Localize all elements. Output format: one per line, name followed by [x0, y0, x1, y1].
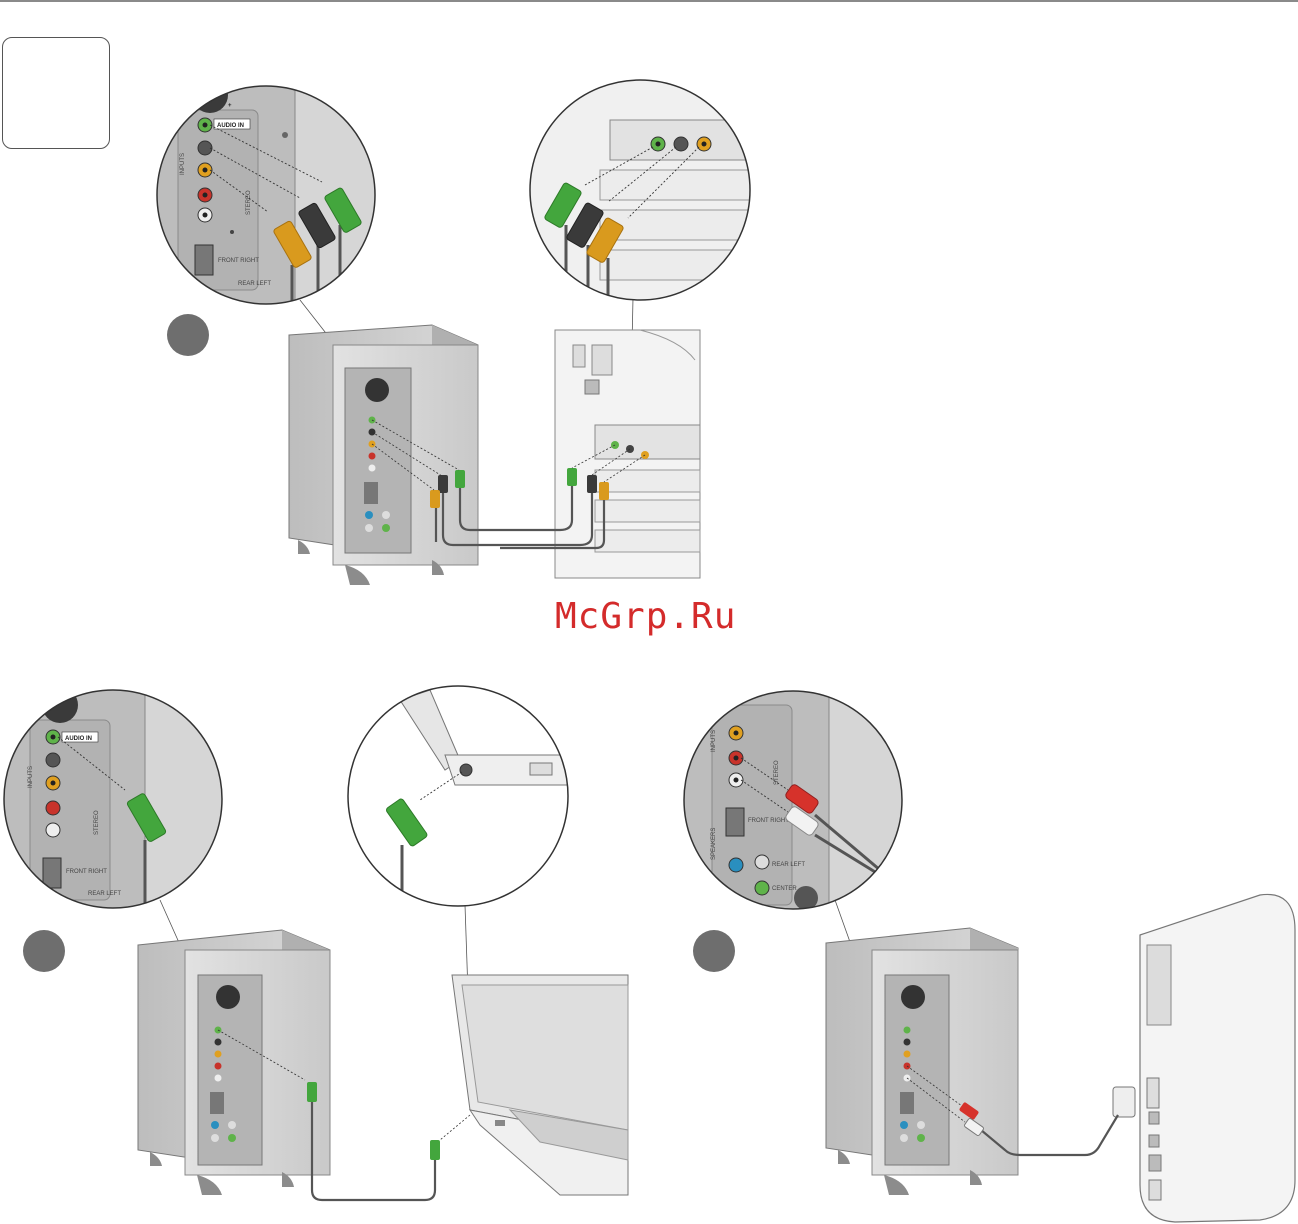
pc-tower — [555, 330, 700, 578]
rear-left-label-2: REAR LEFT — [88, 891, 121, 897]
step-3-circle — [693, 930, 735, 972]
audio-in-label-2: AUDIO IN — [65, 736, 92, 742]
step-2-circle — [23, 930, 65, 972]
audio-in-label: AUDIO IN — [217, 123, 244, 129]
subwoofer-3 — [826, 928, 1018, 1195]
plug-green-speaker — [307, 1082, 317, 1102]
watermark-text: McGrp.Ru — [555, 596, 736, 637]
speakers-label: SPEAKERS — [711, 828, 717, 860]
front-right-label-3: FRONT RIGHT — [748, 818, 789, 824]
front-right-label-2: FRONT RIGHT — [66, 869, 107, 875]
zoom-pc-soundcard — [530, 80, 750, 310]
subwoofer-1 — [289, 325, 478, 585]
inputs-label-3: INPUTS — [711, 730, 717, 752]
plug-green-laptop — [430, 1140, 440, 1160]
rear-left-label-3: REAR LEFT — [772, 862, 805, 868]
zoom-speaker-rca: INPUTS STEREO FRONT RIGHT SPEAKERS REAR … — [684, 690, 919, 910]
zoom-speaker-panel-2: AUDIO IN INPUTS STEREO FRONT RIGHT REAR … — [0, 687, 235, 910]
inputs-label-2: INPUTS — [28, 766, 34, 788]
inputs-label: INPUTS — [180, 153, 186, 175]
center-label: CENTER — [772, 886, 797, 892]
zoom-laptop-jack — [348, 686, 570, 910]
plus-label: + — [228, 103, 232, 109]
step-1-circle — [167, 314, 209, 356]
stereo-label-2: STEREO — [94, 810, 100, 835]
front-right-label: FRONT RIGHT — [218, 258, 259, 264]
game-console — [1113, 894, 1295, 1222]
stereo-label: STEREO — [246, 190, 252, 215]
subwoofer-2 — [138, 930, 330, 1195]
zoom-speaker-panel-1: + AUDIO IN INPUTS STEREO FRONT RIGHT REA… — [150, 77, 385, 320]
rear-left-label: REAR LEFT — [238, 281, 271, 287]
laptop — [452, 975, 628, 1195]
